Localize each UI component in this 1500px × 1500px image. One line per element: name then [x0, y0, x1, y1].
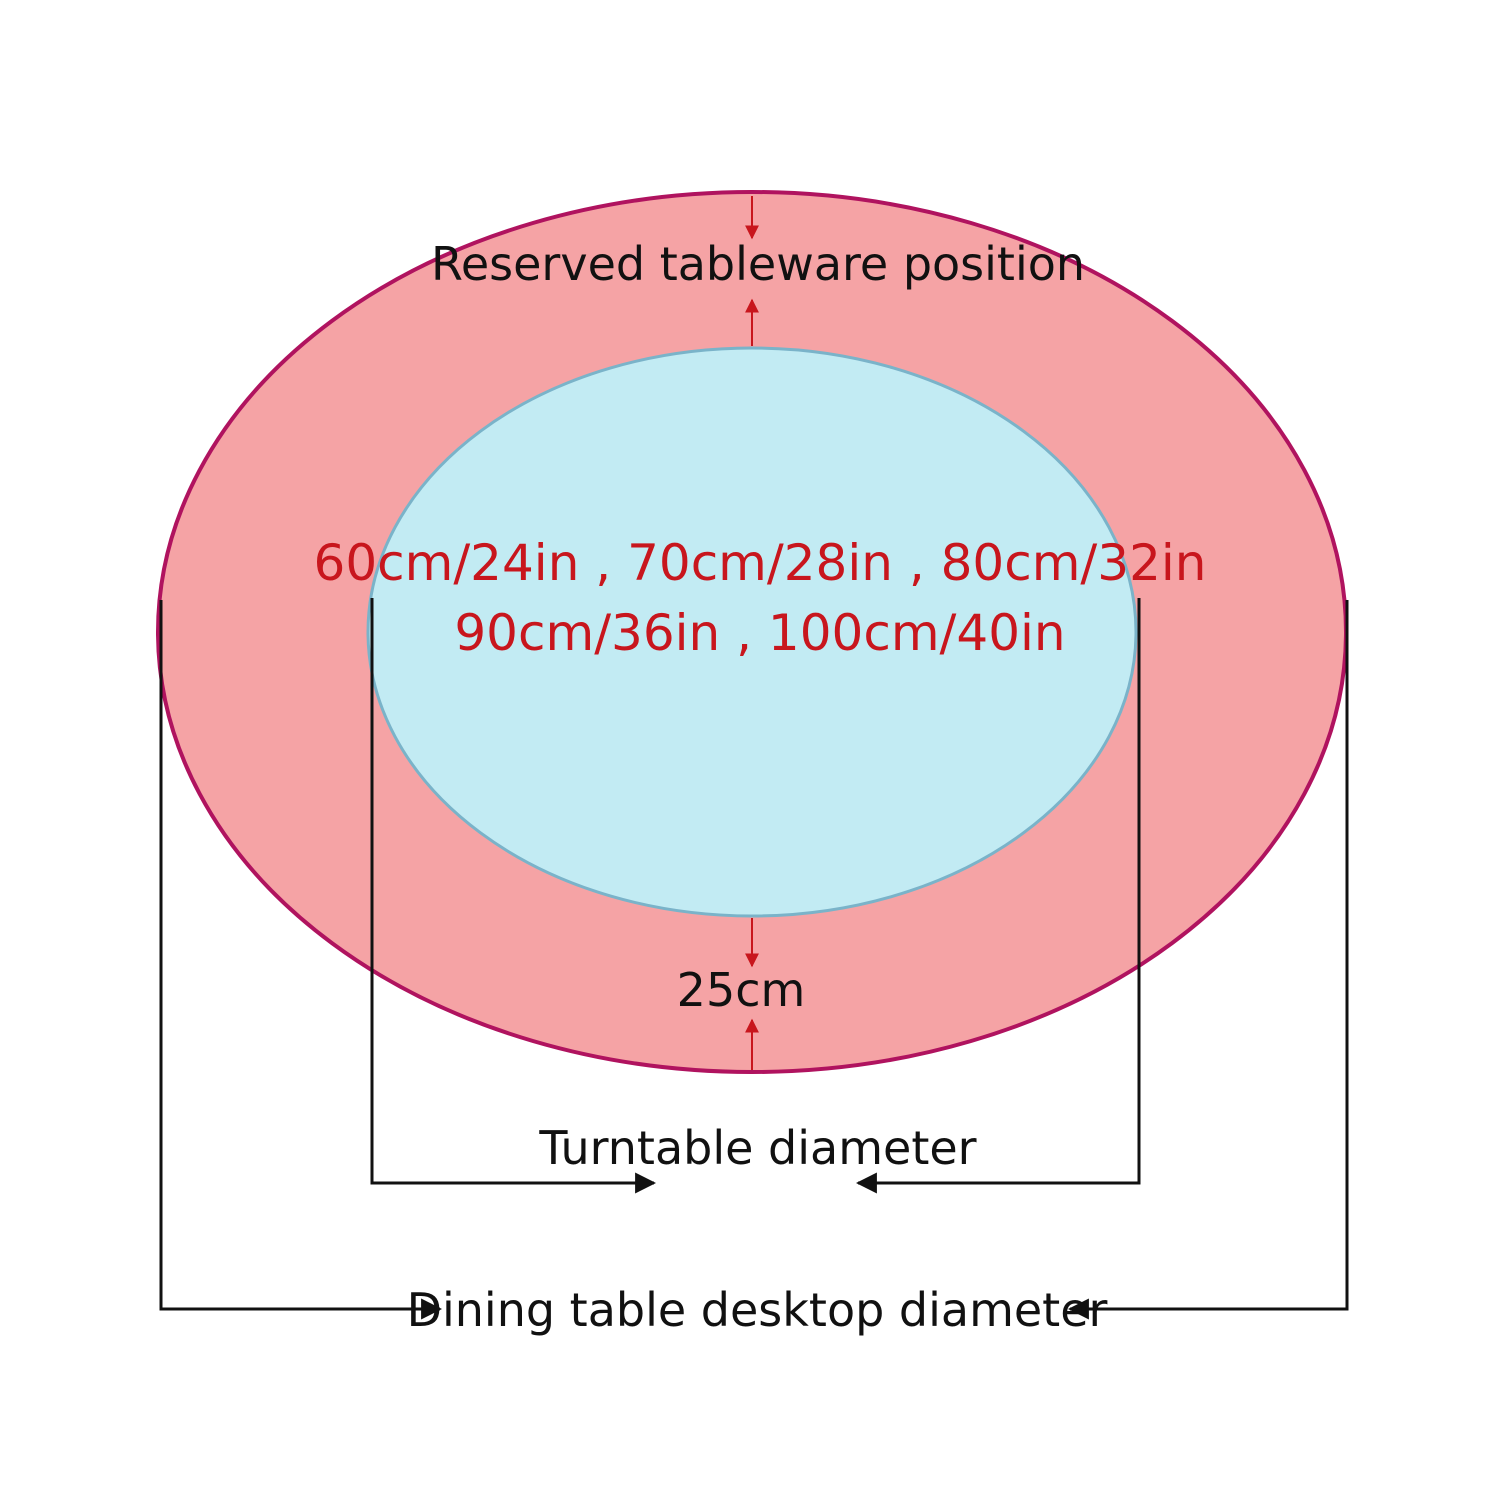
turntable-ellipse: [366, 346, 1138, 918]
sizes-line-1: 60cm/24in , 70cm/28in , 80cm/32in: [314, 534, 1207, 592]
turntable-diameter-label: Turntable diameter: [538, 1121, 976, 1175]
turntable-bracket-left: [370, 598, 657, 1194]
table-bracket-left: [159, 600, 443, 1320]
reserved-position-label: Reserved tableware position: [431, 237, 1085, 291]
gap-label: 25cm: [677, 963, 806, 1017]
turntable-bracket-right: [855, 598, 1141, 1194]
sizes-line-2: 90cm/36in , 100cm/40in: [454, 604, 1065, 662]
table-diameter-label: Dining table desktop diameter: [407, 1283, 1108, 1337]
table-bracket-right: [1067, 600, 1349, 1320]
